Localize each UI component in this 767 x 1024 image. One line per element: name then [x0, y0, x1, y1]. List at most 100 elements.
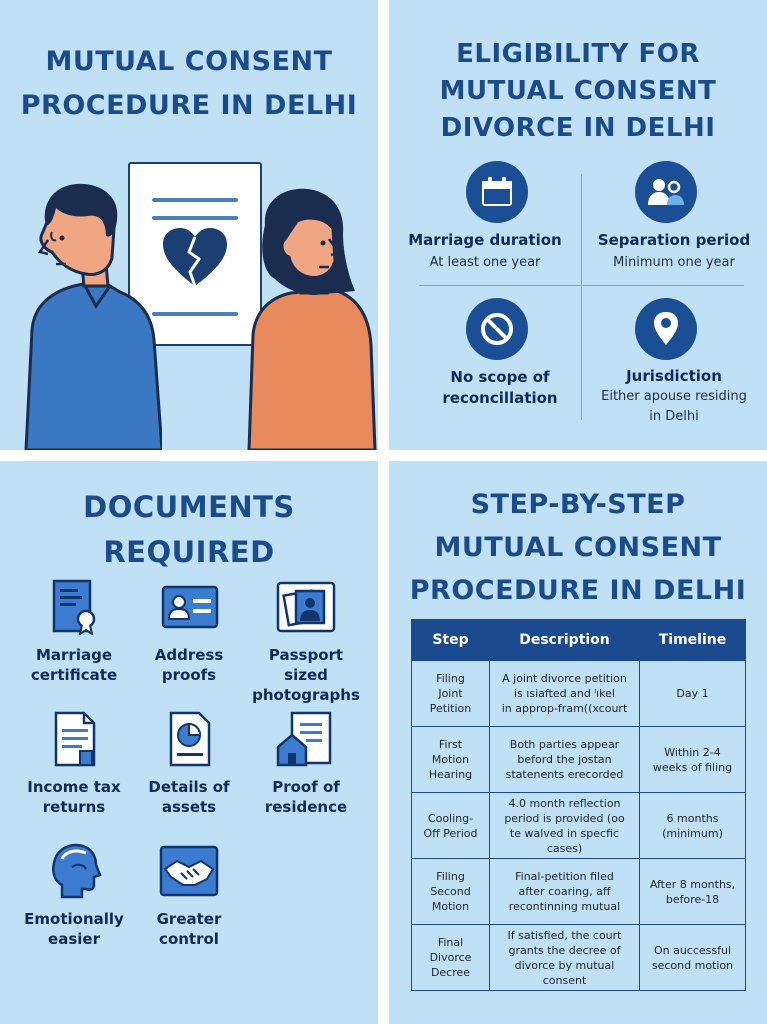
- eligibility-title-line3: DIVORCE IN DELHI: [440, 113, 716, 143]
- header-timeline: Timeline: [639, 619, 746, 661]
- doc-item-marriage-certificate: Marriage certificate: [14, 579, 134, 685]
- broken-heart-icon: [163, 228, 227, 287]
- steps-panel: STEP-BY-STEP MUTUAL CONSENT PROCEDURE IN…: [389, 461, 767, 1024]
- jurisdiction-heading: Jurisdiction: [626, 367, 722, 385]
- eligibility-panel: ELIGIBILITY FOR MUTUAL CONSENT DIVORCE I…: [389, 0, 767, 450]
- timeline-cell-line: (minimum): [662, 826, 723, 840]
- description-cell-line: after coaring, aff: [518, 885, 611, 898]
- steps-title-line3: PROCEDURE IN DELHI: [409, 575, 747, 606]
- description-cell-line: Both parties appear: [509, 738, 620, 751]
- step-cell-line: Motion: [431, 753, 470, 766]
- woman-illustration: [247, 188, 377, 450]
- description-cell: Both parties appear beford the jostan stat…: [489, 726, 640, 793]
- doc-label-line2: easier: [48, 930, 100, 948]
- doc-label-line2: assets: [161, 798, 217, 816]
- step-cell-line: Joint: [438, 687, 463, 700]
- jurisdiction-text-line1: Either apouse residing: [601, 389, 747, 404]
- procedure-panel: MUTUAL CONSENT PROCEDURE IN DELHI: [0, 0, 378, 450]
- doc-label-line1: Emotionally: [24, 910, 124, 928]
- header-description: Description: [489, 619, 640, 661]
- description-cell-line: 4.0 month reflection: [508, 796, 621, 810]
- documents-panel: DOCUMENTS REQUIRED Marriage certificate A…: [0, 461, 378, 1024]
- doc-item-proof-of-residence: Proof of residence: [246, 711, 366, 817]
- reconciliation-heading-line1: No scope of: [450, 368, 550, 386]
- description-cell-line: recontinning mutual: [508, 900, 621, 913]
- procedure-title-line2: PROCEDURE IN DELHI: [20, 90, 358, 121]
- doc-label-line1: Marriage: [35, 646, 113, 664]
- step-cell-line: Off Period: [423, 826, 478, 840]
- grid-divider-horizontal: [419, 285, 744, 286]
- description-cell-line: beford the jostan: [517, 753, 612, 766]
- description-cell-line: Final-petition filed: [515, 870, 614, 883]
- grid-divider-vertical: [581, 174, 582, 420]
- eligibility-title-line1: ELIGIBILITY FOR: [456, 39, 700, 69]
- description-cell-line: divorce by mutual consent: [514, 958, 615, 987]
- timeline-cell-line: After 8 months,: [649, 877, 736, 891]
- chart-doc-icon: [169, 711, 211, 767]
- doc-label-line1: Greater: [156, 910, 222, 928]
- step-cell: Cooling-Off Period: [411, 792, 490, 859]
- step-cell-line: Filing: [436, 672, 465, 685]
- step-cell-line: Decree: [430, 966, 471, 979]
- step-cell-line: Petition: [429, 702, 472, 715]
- timeline-cell-line: second motion: [651, 958, 734, 972]
- location-pin-icon: [635, 298, 697, 360]
- doc-label-line1: Passport sized: [268, 646, 344, 684]
- step-cell-line: Second: [430, 885, 471, 898]
- steps-title-line1: STEP-BY-STEP: [470, 489, 686, 520]
- house-doc-icon: [276, 711, 332, 767]
- description-cell-line: period is provided (oo: [504, 811, 625, 825]
- eligibility-title: ELIGIBILITY FOR MUTUAL CONSENT DIVORCE I…: [389, 36, 767, 147]
- timeline-cell-line: Day 1: [676, 687, 709, 700]
- doc-label-line1: Details of: [148, 778, 230, 796]
- description-cell-line: A joint divorce petition: [502, 672, 627, 685]
- description-cell: Final-petition filed after coaring, aff re…: [489, 858, 640, 925]
- marriage-duration-text: At least one year: [429, 255, 541, 270]
- reconciliation-heading-line2: reconcillation: [442, 389, 558, 407]
- doc-label-line1: Proof of: [272, 778, 340, 796]
- documents-title: DOCUMENTS REQUIRED: [0, 485, 378, 575]
- timeline-cell-line: weeks of filing: [652, 760, 733, 774]
- step-cell-line: Filing: [436, 870, 465, 883]
- people-icon: [635, 161, 697, 223]
- document-icon: [54, 711, 96, 767]
- doc-label-line2: residence: [264, 798, 348, 816]
- doc-label-line1: Address: [154, 646, 224, 664]
- timeline-cell: Day 1: [639, 660, 746, 727]
- doc-label-line2: certificate: [30, 666, 118, 684]
- procedure-title: MUTUAL CONSENT PROCEDURE IN DELHI: [0, 40, 378, 128]
- head-icon: [52, 843, 102, 899]
- description-cell-line: grants the decree of: [508, 943, 621, 957]
- eligibility-title-line2: MUTUAL CONSENT: [439, 76, 717, 106]
- timeline-cell-line: 6 months: [666, 811, 719, 825]
- header-step: Step: [411, 619, 490, 661]
- doc-label-line1: Income tax: [27, 778, 121, 796]
- steps-title: STEP-BY-STEP MUTUAL CONSENT PROCEDURE IN…: [389, 483, 767, 612]
- step-cell-line: First: [438, 738, 463, 751]
- timeline-cell-line: Within 2-4: [664, 745, 721, 759]
- doc-item-address-proofs: Address proofs: [129, 579, 249, 685]
- timeline-cell: After 8 months,before-18: [639, 858, 746, 925]
- step-cell-line: Cooling-: [427, 811, 474, 825]
- documents-title-line1: DOCUMENTS: [83, 490, 295, 524]
- jurisdiction-text: Either apouse residing in Delhi: [581, 387, 767, 427]
- step-cell-line: Motion: [431, 900, 470, 913]
- description-cell-line: statenents erecorded: [505, 768, 624, 781]
- documents-title-line2: REQUIRED: [103, 535, 275, 569]
- man-illustration: [24, 183, 162, 450]
- certificate-icon: [52, 579, 96, 637]
- doc-label-line2: proofs: [161, 666, 217, 684]
- reconciliation-heading: No scope of reconcillation: [389, 367, 611, 409]
- id-card-icon: [161, 585, 219, 629]
- marriage-duration-heading: Marriage duration: [408, 231, 562, 249]
- step-cell-line: Hearing: [428, 768, 473, 781]
